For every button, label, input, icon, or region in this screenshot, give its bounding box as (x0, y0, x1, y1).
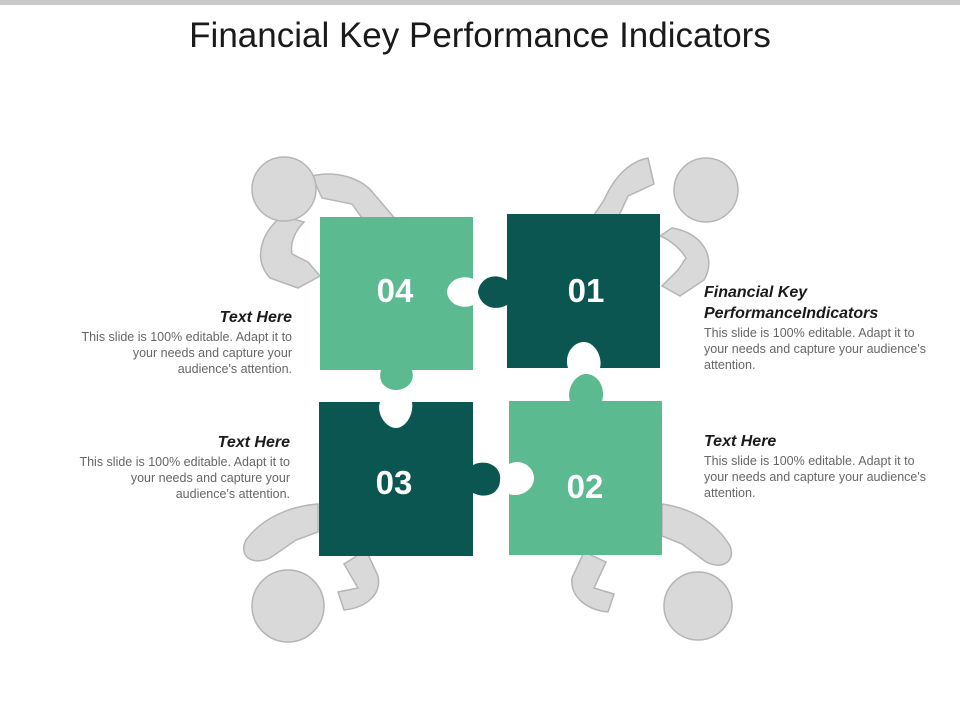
puzzle-piece-01-number: 01 (568, 272, 605, 309)
puzzle-piece-04: 04 (320, 217, 473, 390)
text-block-bottom-left-heading: Text Here (217, 434, 290, 451)
person-figure-top-right (590, 157, 739, 297)
person-figure-bottom-left (243, 503, 380, 643)
puzzle-piece-04-shape (320, 217, 473, 390)
puzzle-piece-01-shape (478, 214, 660, 368)
text-block-bottom-right: Text Here This slide is 100% editable. A… (704, 431, 926, 501)
text-block-bottom-right-body: This slide is 100% editable. Adapt it to… (704, 454, 926, 500)
text-block-top-left: Text Here This slide is 100% editable. A… (74, 307, 292, 377)
puzzle-piece-03-shape (319, 402, 501, 556)
text-block-bottom-right-heading: Text Here (704, 433, 777, 450)
puzzle-piece-03-number: 03 (376, 464, 413, 501)
person-figure-bottom-right (571, 503, 733, 641)
text-block-top-right-heading: Financial Key PerformanceIndicators (704, 284, 879, 322)
top-border (0, 0, 960, 5)
puzzle-piece-02-shape (509, 374, 662, 555)
page-title: Financial Key Performance Indicators (189, 16, 771, 55)
text-block-top-right-body: This slide is 100% editable. Adapt it to… (704, 326, 926, 372)
text-block-top-right: Financial Key PerformanceIndicators This… (704, 282, 926, 373)
puzzle-piece-02-number: 02 (567, 468, 604, 505)
text-block-top-left-body: This slide is 100% editable. Adapt it to… (81, 330, 292, 376)
text-block-bottom-left: Text Here This slide is 100% editable. A… (72, 432, 290, 502)
puzzle-piece-03: 03 (319, 402, 501, 556)
text-block-top-left-heading: Text Here (219, 309, 292, 326)
text-block-bottom-left-body: This slide is 100% editable. Adapt it to… (79, 455, 290, 501)
puzzle-piece-02: 02 (509, 374, 662, 555)
puzzle-piece-01: 01 (478, 214, 660, 368)
puzzle-piece-04-number: 04 (377, 272, 414, 309)
